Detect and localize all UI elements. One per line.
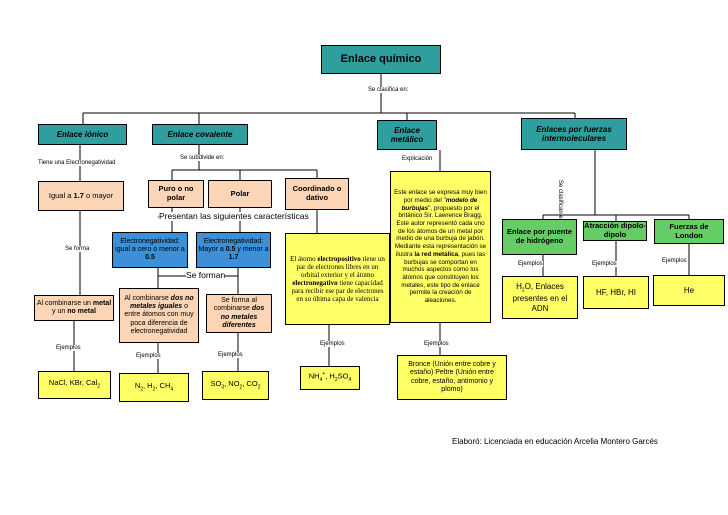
hydrogen-bond-box: Enlace por puente de hidrógeno (502, 219, 577, 255)
nonpolar-ejemplos-label: Ejemplos (136, 353, 161, 359)
nonpolar-electronegativity-box: Electronegatividad: igual a cero o menor… (112, 232, 188, 268)
dative-box: Coordinado o dativo (285, 178, 349, 210)
polar-example-box: SO3, NO2, CO2 (202, 371, 269, 400)
dipole-example-box: HF, HBr, HI (583, 276, 649, 309)
nonpolar-label: Puro o no polar (158, 184, 194, 202)
hydrogen-example-box: H2O, Enlaces presentes en el ADN (502, 276, 578, 319)
ionic-se-forma-label: Se forma (65, 246, 90, 252)
intermolecular-bond-box: Enlaces por fuerzas intermoleculares (521, 118, 627, 150)
polar-formation-box: Se forma al combinarse dos no metales di… (206, 294, 272, 333)
se-clasifican-label: Se clasifican en: (557, 180, 563, 224)
metallic-example-box: Bronce (Unión entre cobre y estaño) Pelt… (397, 355, 507, 400)
nonpolar-box: Puro o no polar (148, 180, 204, 208)
dipole-example-text: HF, HBr, HI (595, 287, 636, 297)
ionic-bond-label: Enlace iónico (56, 129, 109, 139)
title-box: Enlace químico (321, 45, 441, 74)
metallic-description-box: Este enlace se expresa muy bien por medi… (390, 171, 491, 323)
covalent-bond-box: Enlace covalente (152, 124, 248, 145)
metallic-example-text: Bronce (Unión entre cobre y estaño) Pelt… (408, 361, 496, 393)
ionic-electronegativity-box: Igual a 1.7 o mayor (38, 181, 124, 211)
ionic-ejemplos-label: Ejemplos (56, 345, 81, 351)
london-box: Fuerzas de London (654, 219, 724, 244)
ionic-electronegativity-text: Igual a 1.7 o mayor (48, 190, 114, 200)
polar-electronegativity-box: Electronegatividad: Mayor a 0.5 y menor … (196, 232, 271, 268)
se-clasifica-label: Se clasifica en: (368, 87, 409, 93)
dative-label: Coordinado o dativo (292, 184, 342, 202)
title: Enlace químico (340, 53, 422, 66)
nonpolar-example-text: N2, H2, CH4 (134, 380, 174, 393)
nonpolar-formation-text: Al combinarse dos no metales iguales o e… (124, 295, 194, 335)
author-credit: Elaboró: Licenciada en educación Arcelia… (452, 437, 658, 446)
london-example-box: He (653, 275, 725, 306)
intermolecular-bond-label: Enlaces por fuerzas intermoleculares (536, 124, 612, 143)
nonpolar-en-line1: Electronegatividad: (120, 237, 180, 245)
se-forman-label: Se forman (186, 270, 226, 280)
dative-example-text: NH4+, H2SO4 (308, 371, 352, 384)
polar-box: Polar (208, 180, 272, 208)
polar-ejemplos-label: Ejemplos (218, 352, 243, 358)
nonpolar-en-line2: igual a cero o menor a (115, 245, 185, 253)
polar-label: Polar (230, 188, 250, 198)
presentan-label: Presentan las siguientes características (159, 211, 309, 221)
dipole-ejemplos-label: Ejemplos (592, 261, 617, 267)
dative-description-text: El átomo electropositivo tiene un par de… (290, 254, 385, 304)
london-label: Fuerzas de London (669, 221, 709, 240)
metallic-bond-box: Enlace metálico (377, 120, 437, 150)
nonpolar-formation-box: Al combinarse dos no metales iguales o e… (119, 288, 199, 343)
dative-example-box: NH4+, H2SO4 (300, 366, 360, 390)
hydrogen-example-text: H2O, Enlaces presentes en el ADN (512, 282, 568, 313)
dipole-label: Atracción dipolo-dipolo (584, 221, 646, 239)
hydrogen-ejemplos-label: Ejemplos (518, 261, 543, 267)
london-ejemplos-label: Ejemplos (662, 258, 687, 264)
ionic-example-box: NaCl, KBr, Cal2 (38, 371, 111, 399)
ionic-tiene-label: Tiene una Electronegatividad (38, 160, 116, 166)
polar-en-value: 1.7 (228, 254, 239, 262)
dipole-box: Atracción dipolo-dipolo (583, 221, 647, 241)
ionic-example-text: NaCl, KBr, Cal2 (48, 378, 101, 390)
metallic-bond-label: Enlace metálico (390, 125, 424, 144)
metallic-description-text: Este enlace se expresa muy bien por medi… (394, 189, 487, 304)
dative-ejemplos-label: Ejemplos (320, 341, 345, 347)
nonpolar-en-value: 0.5 (145, 254, 155, 262)
polar-formation-text: Se forma al combinarse dos no metales di… (213, 297, 265, 329)
dative-description-box: El átomo electropositivo tiene un par de… (285, 233, 390, 325)
ionic-formation-text: Al combinarse un metal y un no metal (36, 299, 112, 315)
hydrogen-bond-label: Enlace por puente de hidrógeno (506, 227, 572, 245)
polar-example-text: SO3, NO2, CO2 (210, 378, 261, 391)
metallic-explicacion-label: Explicación (402, 156, 433, 162)
london-example-text: He (683, 285, 695, 295)
metallic-ejemplos-label: Ejemplos (424, 341, 449, 347)
covalent-bond-label: Enlace covalente (167, 129, 233, 139)
polar-en-line1: Electronegatividad: (203, 237, 264, 245)
ionic-bond-box: Enlace iónico (38, 124, 127, 145)
ionic-formation-box: Al combinarse un metal y un no metal (34, 295, 114, 321)
polar-en-line2: Mayor a 0.5 y menor a (198, 245, 269, 253)
nonpolar-example-box: N2, H2, CH4 (119, 373, 189, 402)
covalent-subdivide-label: Se subdivide en: (180, 155, 225, 161)
